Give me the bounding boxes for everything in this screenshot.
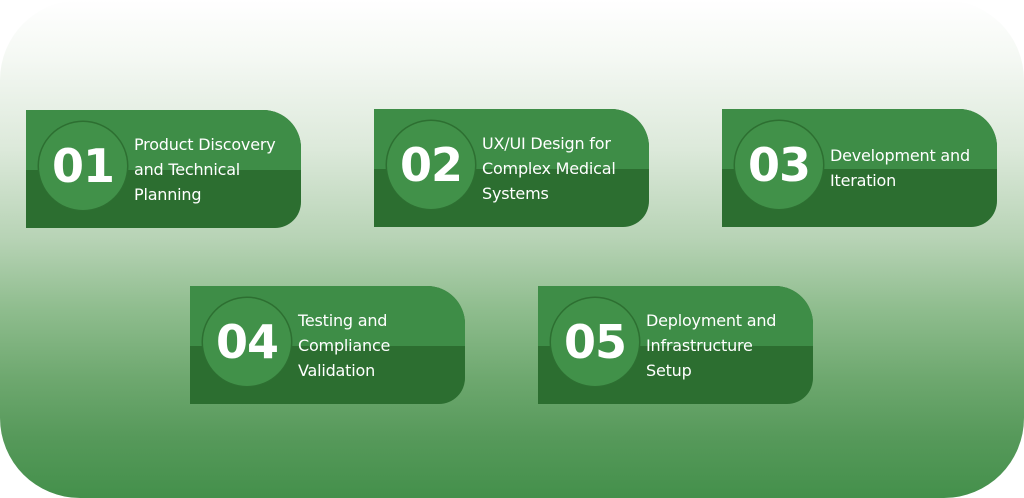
step-label-line: Systems	[482, 183, 549, 203]
step-label-line: Iteration	[830, 171, 897, 190]
step-label-line: Infrastructure	[646, 335, 753, 355]
step-number-badge: 02	[387, 121, 475, 209]
step-label: Development and Iteration	[830, 109, 989, 227]
step-number-badge: 01	[39, 122, 127, 210]
step-label: UX/UI Design for Complex Medical Systems	[482, 109, 641, 227]
step-card-04: 04 Testing and Compliance Validation	[190, 286, 465, 404]
step-label-line: Development and	[830, 146, 970, 165]
step-label-line: Planning	[134, 184, 202, 204]
step-label: Product Discovery and Technical Planning	[134, 110, 293, 228]
step-card-01: 01 Product Discovery and Technical Plann…	[26, 110, 301, 228]
step-number-badge: 04	[203, 298, 291, 386]
step-number-badge: 05	[551, 298, 639, 386]
step-label: Deployment and Infrastructure Setup	[646, 286, 805, 404]
step-card-05: 05 Deployment and Infrastructure Setup	[538, 286, 813, 404]
step-label-line: Complex Medical	[482, 158, 616, 178]
step-label-line: and Technical	[134, 159, 241, 179]
step-label-line: Testing and	[298, 310, 388, 330]
step-label-line: Compliance	[298, 335, 391, 355]
step-label-line: UX/UI Design for	[482, 133, 611, 153]
step-label-line: Validation	[298, 360, 376, 380]
step-number: 03	[747, 138, 811, 192]
step-number: 04	[215, 315, 279, 369]
step-number-badge: 03	[735, 121, 823, 209]
step-card-03: 03 Development and Iteration	[722, 109, 997, 227]
step-label-line: Product Discovery	[134, 134, 276, 154]
step-number: 01	[51, 139, 115, 193]
step-card-02: 02 UX/UI Design for Complex Medical Syst…	[374, 109, 649, 227]
step-number: 02	[399, 138, 463, 192]
step-label: Testing and Compliance Validation	[298, 286, 457, 404]
step-number: 05	[563, 315, 627, 369]
step-label-line: Setup	[646, 360, 692, 380]
step-label-line: Deployment and	[646, 310, 777, 330]
